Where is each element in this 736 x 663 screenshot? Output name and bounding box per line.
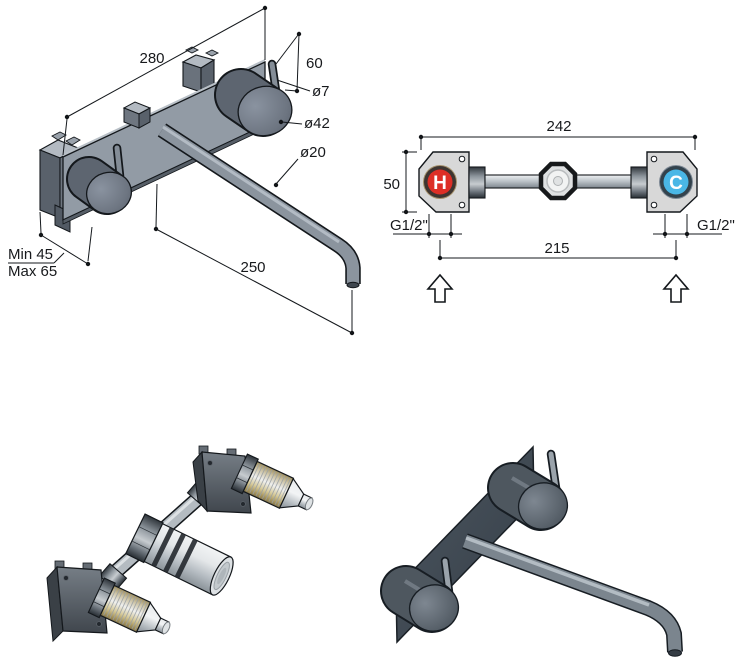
hot-label: H <box>433 173 447 194</box>
dim-thread-right: G1/2" <box>697 217 735 234</box>
front-cold-valve: C <box>646 151 698 213</box>
rough-upper-flange <box>192 445 252 514</box>
concealed-body-render <box>46 445 321 647</box>
supply-arrow-right <box>662 273 690 303</box>
trim-upper-handle <box>487 462 569 531</box>
dim-plate-width: 280 <box>139 50 164 67</box>
dim-depth-min: Min 45 <box>8 246 53 263</box>
iso-clamp-block <box>122 101 152 129</box>
dim-spout-diameter: ø20 <box>300 144 326 161</box>
hot-indicator: H <box>423 165 457 199</box>
dim-pin-diameter: ø7 <box>312 83 330 100</box>
iso-left-pin <box>112 143 125 181</box>
cold-label: C <box>669 173 683 194</box>
front-dimension-view: H C <box>383 118 735 303</box>
front-center-union <box>538 161 578 201</box>
dim-spout-length: 250 <box>240 259 265 276</box>
iso-dimension-view: 280 60 ø7 ø42 ø20 250 <box>8 5 361 336</box>
trim-spout <box>462 533 683 657</box>
iso-right-handle <box>214 68 293 137</box>
dim-thread-left: G1/2" <box>390 217 428 234</box>
rough-lower-cartridge <box>87 577 178 647</box>
trim-upper-pin <box>546 449 561 493</box>
iso-spout <box>157 123 361 289</box>
rough-center-outlet <box>124 513 234 596</box>
dim-hole-spacing: 215 <box>544 240 569 257</box>
dim-overall-width: 242 <box>546 118 571 135</box>
supply-arrow-left <box>426 273 454 303</box>
trim-spout-tip <box>668 649 682 657</box>
iso-spout-tip <box>346 281 360 289</box>
dim-depth-max: Max 65 <box>8 263 57 280</box>
dim-pin-height: 60 <box>306 55 323 72</box>
finished-trim-render <box>380 445 683 657</box>
screw-hole <box>650 155 658 163</box>
iso-left-handle <box>66 156 133 215</box>
front-dimensions: 242 50 G1/2" G1/2" 215 <box>383 118 735 303</box>
screw-hole <box>650 201 658 209</box>
iso-dimensions: 280 60 ø7 ø42 ø20 250 <box>8 5 355 336</box>
iso-top-valve-body <box>181 46 220 93</box>
screw-hole <box>458 155 466 163</box>
cold-indicator: C <box>659 165 693 199</box>
screw-hole <box>458 201 466 209</box>
dim-body-height: 50 <box>383 176 400 193</box>
dim-handle-diameter: ø42 <box>304 115 330 132</box>
front-connecting-pipe <box>468 161 648 201</box>
trim-lower-handle <box>380 565 460 633</box>
rough-lower-flange <box>46 560 108 643</box>
front-hot-valve: H <box>418 151 470 213</box>
